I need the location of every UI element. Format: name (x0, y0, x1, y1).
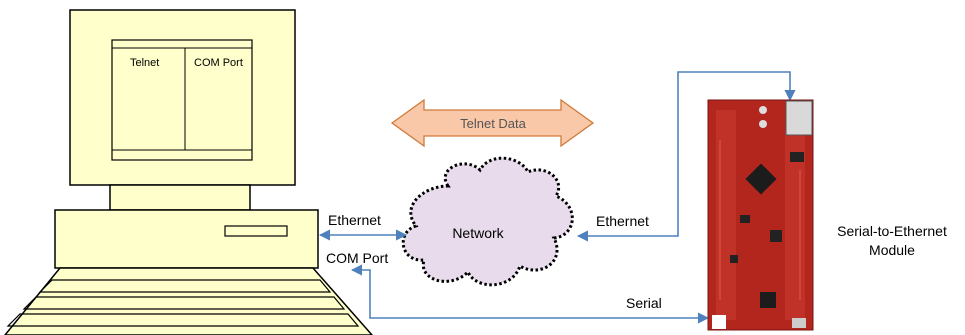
monitor-screen (111, 39, 253, 161)
telnet-data-arrow: Telnet Data (390, 98, 595, 148)
network-label: Network (452, 225, 504, 241)
telnet-data-label: Telnet Data (460, 116, 527, 131)
drive-slot (224, 225, 288, 237)
serial-link (350, 264, 710, 324)
monitor-com-port-label: COM Port (194, 57, 243, 69)
serial-label: Serial (626, 295, 662, 311)
monitor-telnet-label: Telnet (130, 57, 159, 69)
cpu-unit (54, 209, 319, 269)
module-ethernet-label: Ethernet (596, 213, 649, 229)
monitor-neck (109, 184, 251, 211)
board-icon (707, 99, 814, 331)
computer-icon: Telnet COM Port (4, 9, 373, 335)
keyboard (4, 267, 373, 335)
module-label-line2: Module (869, 242, 915, 258)
module-ethernet-link (576, 71, 796, 242)
pc-com-port-label: COM Port (326, 250, 388, 266)
network-cloud-icon: Network (401, 156, 574, 287)
pc-ethernet-label: Ethernet (328, 212, 381, 228)
module-label-line1: Serial-to-Ethernet (837, 223, 947, 239)
